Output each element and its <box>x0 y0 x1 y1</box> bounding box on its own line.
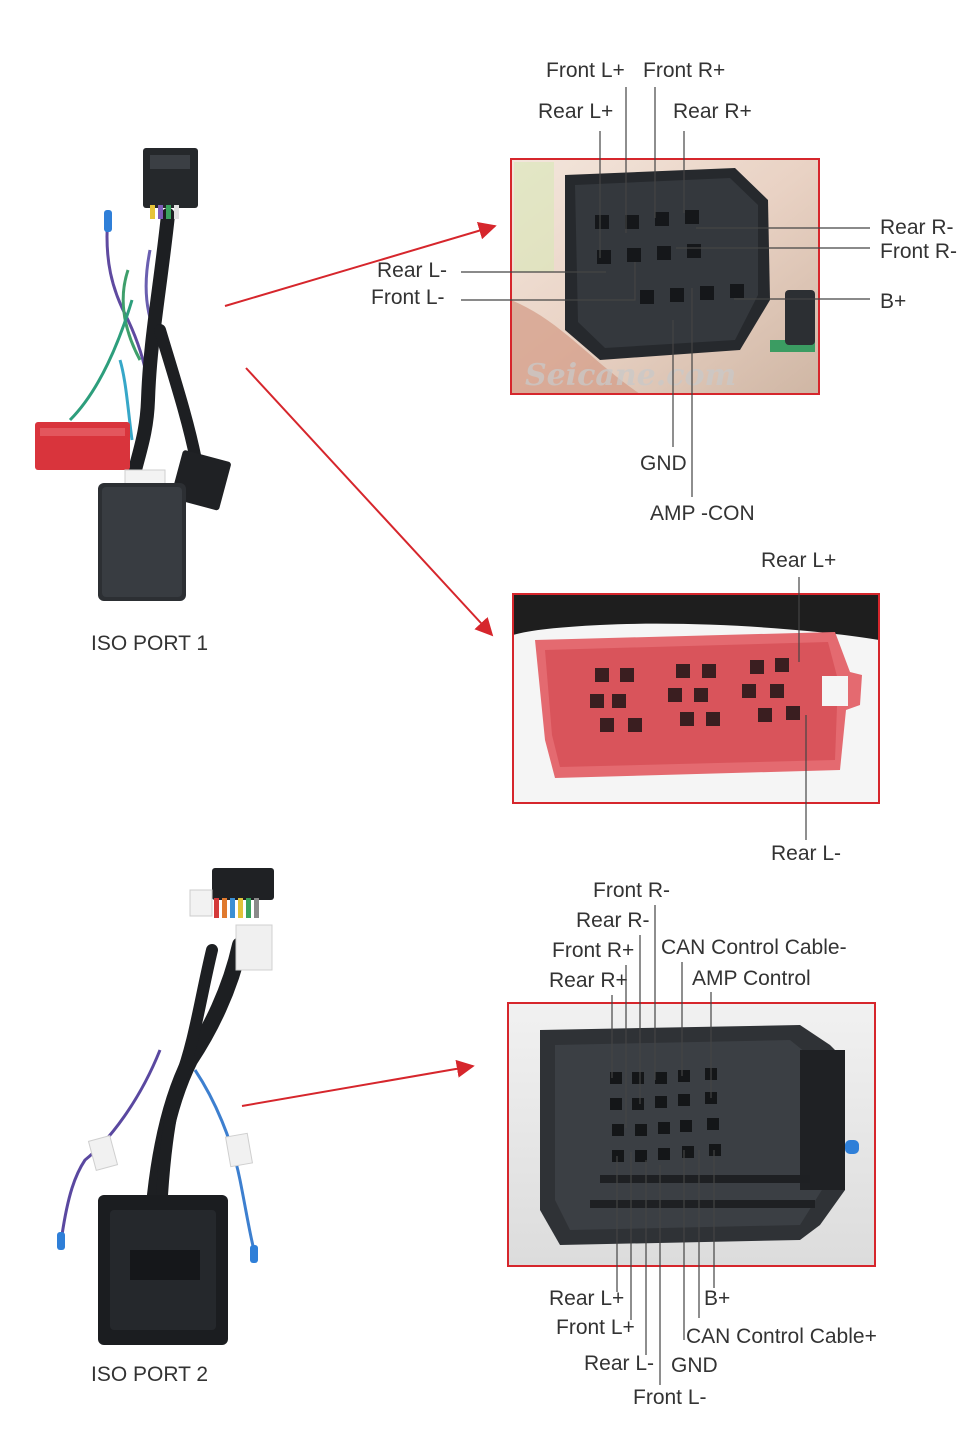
label-front-r-plus: Front R+ <box>643 59 725 82</box>
p2-label-rear-l-minus: Rear L- <box>584 1352 654 1375</box>
red-label-rear-l-plus: Rear L+ <box>761 549 836 572</box>
label-rear-r-plus: Rear R+ <box>673 100 752 123</box>
red-connector-photo <box>513 594 879 803</box>
p2-label-can-minus: CAN Control Cable- <box>661 936 847 959</box>
port2-connector-leaders <box>611 905 715 1385</box>
port2-connector-frame <box>507 1002 876 1267</box>
p2-label-rear-r-plus: Rear R+ <box>549 969 628 992</box>
p2-label-gnd: GND <box>671 1354 718 1377</box>
p2-label-amp-control: AMP Control <box>692 967 811 990</box>
label-b-plus: B+ <box>880 290 906 313</box>
label-front-l-plus: Front L+ <box>546 59 625 82</box>
iso-port-2-harness <box>57 868 274 1345</box>
black-connector-photo: Seicane.com <box>511 159 819 394</box>
arrow-to-black-connector <box>224 221 497 307</box>
iso-port-1-harness <box>35 148 231 601</box>
arrow-to-port2-connector <box>241 1059 475 1107</box>
iso-port-1-caption: ISO PORT 1 <box>91 632 208 655</box>
p2-label-front-r-plus: Front R+ <box>552 939 634 962</box>
p2-label-b-plus: B+ <box>704 1287 730 1310</box>
iso-port-2-caption: ISO PORT 2 <box>91 1363 208 1386</box>
red-connector-leaders <box>798 577 807 840</box>
label-amp-con: AMP -CON <box>650 502 755 525</box>
label-front-l-minus: Front L- <box>371 286 445 309</box>
arrow-to-red-connector <box>245 367 494 637</box>
port2-connector-labels: Front R- Rear R- Front R+ Rear R+ CAN Co… <box>549 879 877 1409</box>
black-connector-frame <box>510 158 820 395</box>
p2-label-front-r-minus: Front R- <box>593 879 670 902</box>
label-rear-l-plus: Rear L+ <box>538 100 613 123</box>
label-rear-r-minus: Rear R- <box>880 216 954 239</box>
p2-label-front-l-minus: Front L- <box>633 1386 707 1409</box>
label-rear-l-minus: Rear L- <box>377 259 447 282</box>
p2-label-rear-r-minus: Rear R- <box>576 909 650 932</box>
p2-label-front-l-plus: Front L+ <box>556 1316 635 1339</box>
black-connector-labels: Front L+ Front R+ Rear L+ Rear R+ Rear R… <box>371 59 957 525</box>
red-connector-frame <box>512 593 880 804</box>
p2-label-rear-l-plus: Rear L+ <box>549 1287 624 1310</box>
label-gnd: GND <box>640 452 687 475</box>
seicane-watermark: Seicane.com <box>525 358 736 393</box>
red-label-rear-l-minus: Rear L- <box>771 842 841 865</box>
p2-label-can-plus: CAN Control Cable+ <box>686 1325 877 1348</box>
port2-connector-photo <box>508 1003 875 1266</box>
label-front-r-minus: Front R- <box>880 240 957 263</box>
black-connector-leaders <box>461 87 870 497</box>
